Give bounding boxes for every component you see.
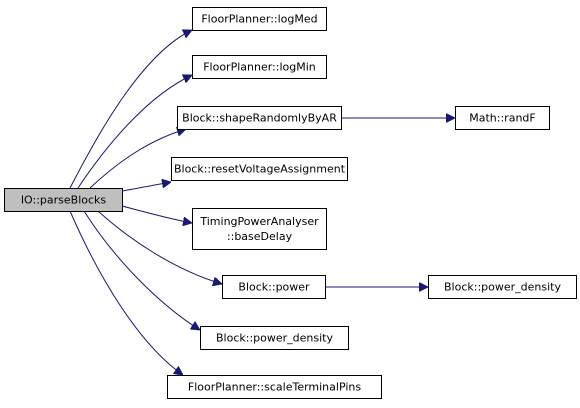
node-box <box>200 326 349 350</box>
node-label: Math::randF <box>469 112 535 125</box>
node-box <box>171 157 348 181</box>
node-label: Block::power_density <box>444 281 561 294</box>
node-label: Block::shapeRandomlyByAR <box>182 112 337 125</box>
edge-n0-n3 <box>89 129 186 189</box>
node-box <box>192 7 327 31</box>
node-label: Block::resetVoltageAssignment <box>174 163 346 176</box>
node-timingpoweranalyser-basedelay[interactable]: TimingPowerAnalyser::baseDelay <box>192 208 327 250</box>
node-label: Block::power_density <box>216 332 333 345</box>
node-box <box>4 188 123 212</box>
node-label: FloorPlanner::logMed <box>201 13 317 26</box>
node-box <box>192 55 327 79</box>
nodes-layer: IO::parseBlocks FloorPlanner::logMedFloor… <box>4 7 577 399</box>
node-floorplanner-logmed[interactable]: FloorPlanner::logMed <box>192 7 327 31</box>
node-floorplanner-scaleterminalpins[interactable]: FloorPlanner::scaleTerminalPins <box>167 375 382 399</box>
edge-n0-n10 <box>69 210 183 375</box>
node-box <box>192 208 327 250</box>
node-block-power-density[interactable]: Block::power_density <box>428 275 577 299</box>
edge-n0-n5 <box>121 182 171 192</box>
node-block-shaperandomlybyar[interactable]: Block::shapeRandomlyByAR <box>177 106 342 130</box>
node-label: Block::power <box>238 281 310 294</box>
node-box <box>167 375 382 399</box>
node-block-power[interactable]: Block::power <box>222 275 326 299</box>
edge-n0-n7 <box>97 210 222 284</box>
edge-n0-n9 <box>83 210 200 330</box>
node-box <box>428 275 577 299</box>
node-block-resetvoltageassignment[interactable]: Block::resetVoltageAssignment <box>171 157 348 181</box>
node-math-randf[interactable]: Math::randF <box>455 106 550 130</box>
node-label: ::baseDelay <box>227 230 293 243</box>
node-box <box>177 106 342 130</box>
node-label: FloorPlanner::logMin <box>203 61 316 74</box>
edge-n0-n2 <box>77 75 192 189</box>
node-label: IO::parseBlocks <box>21 194 107 207</box>
node-box <box>222 275 326 299</box>
node-block-power-density[interactable]: Block::power_density <box>200 326 349 350</box>
node-floorplanner-logmin[interactable]: FloorPlanner::logMin <box>192 55 327 79</box>
node-label: FloorPlanner::scaleTerminalPins <box>188 381 361 394</box>
node-box <box>455 106 550 130</box>
node-io-parseblocks[interactable]: IO::parseBlocks <box>4 188 123 212</box>
edges-layer <box>69 30 455 375</box>
edge-n0-n6 <box>121 205 192 223</box>
edge-n0-n1 <box>69 30 192 189</box>
node-label: TimingPowerAnalyser <box>199 215 319 228</box>
